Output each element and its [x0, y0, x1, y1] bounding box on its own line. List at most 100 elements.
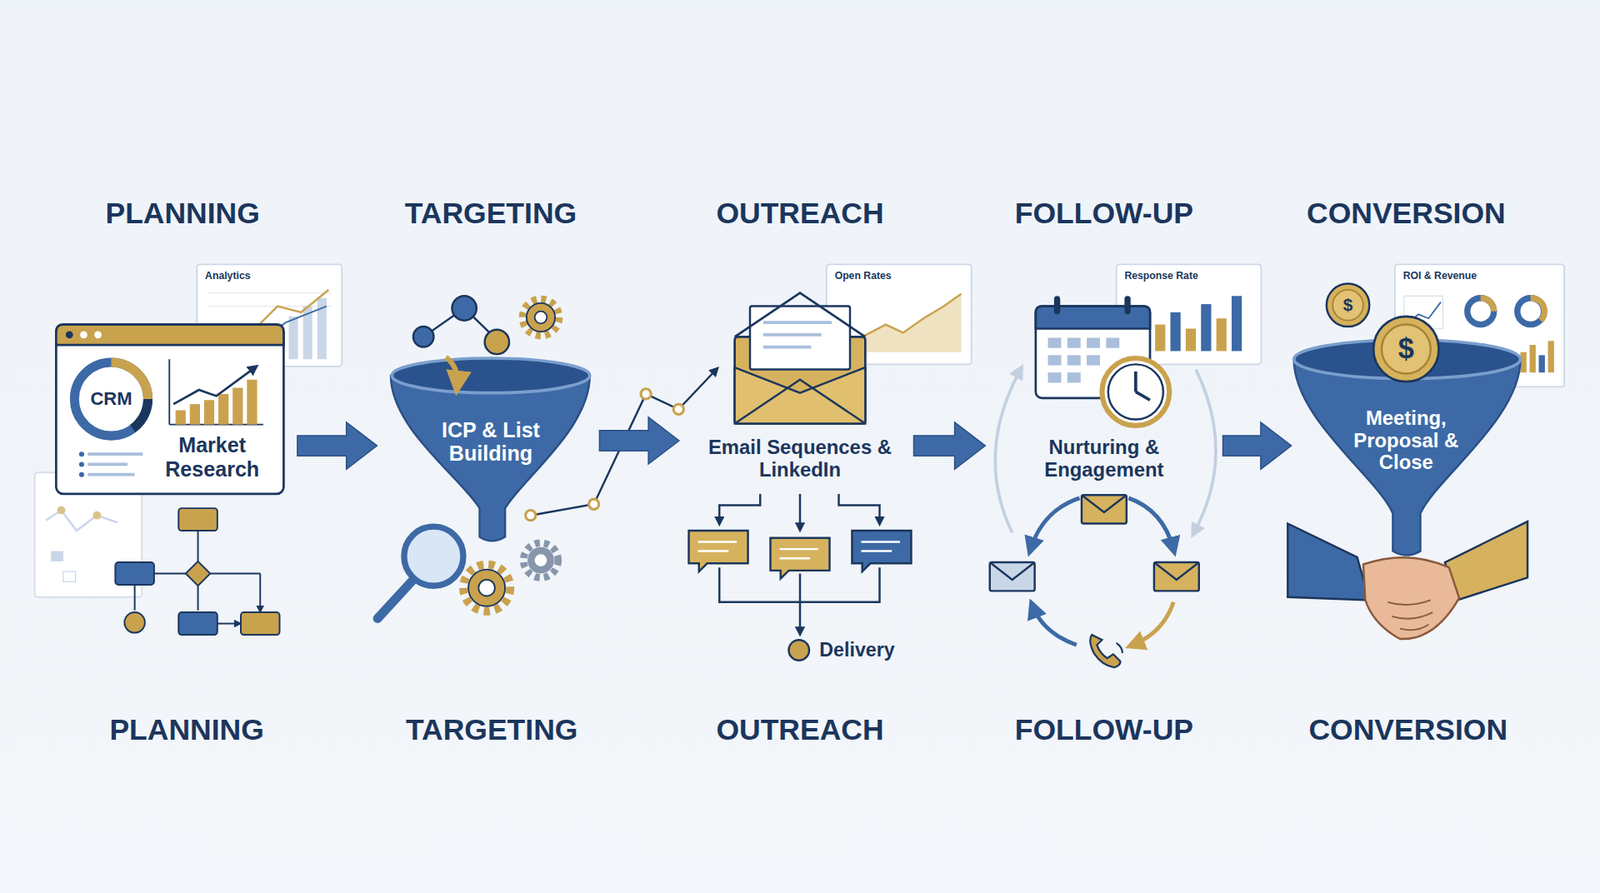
coin-large	[1381, 325, 1431, 375]
magnifier-gears	[463, 565, 510, 612]
stage-footer: OUTREACH	[715, 714, 884, 747]
node-label: Nurturing & Engagement	[1022, 436, 1186, 481]
calendar	[1067, 338, 1081, 349]
stage-heading: CONVERSION	[1306, 198, 1506, 231]
envelope	[763, 345, 812, 350]
flow-arrow	[914, 422, 986, 470]
crm-window	[87, 452, 143, 456]
crm-window	[80, 330, 88, 339]
clock	[1134, 371, 1138, 393]
roi-card	[1530, 345, 1536, 373]
message-bubbles	[789, 640, 810, 661]
coin-large	[1373, 316, 1439, 382]
message-branches	[799, 574, 801, 603]
magnifier-gears	[404, 526, 464, 586]
handshake	[1363, 557, 1460, 640]
funnel-icons	[485, 330, 510, 355]
coin-symbol: $	[1398, 333, 1415, 365]
calendar	[1086, 355, 1100, 365]
funnel-icons	[522, 299, 560, 336]
calendar	[1035, 306, 1150, 330]
calendar	[1067, 372, 1081, 383]
message-bubbles	[780, 557, 811, 560]
flow-card	[45, 510, 118, 532]
magnifier-gears	[523, 543, 559, 579]
response-rate-card	[1216, 318, 1227, 351]
loop-arrows	[1030, 498, 1080, 550]
magnifier-gears	[527, 547, 555, 575]
node-text: Nurturing & Engagement	[1022, 436, 1186, 481]
funnel	[390, 357, 590, 542]
flow-arrow	[297, 422, 378, 470]
crm-window	[79, 472, 85, 478]
message-bubbles	[770, 538, 830, 580]
calendar	[1124, 295, 1130, 315]
coin-symbol: $	[1343, 295, 1354, 315]
response-rate-card	[1155, 325, 1165, 352]
crm-window	[79, 451, 85, 457]
magnifier-gears	[463, 565, 510, 612]
flowchart	[178, 612, 218, 635]
calendar	[1067, 355, 1081, 365]
coin-small	[1326, 284, 1370, 327]
stage-footer: TARGETING	[405, 714, 578, 747]
loop-arrows	[1032, 606, 1077, 646]
node-text: ICP & List Building	[419, 418, 562, 465]
crm-window	[218, 394, 229, 425]
node-label: Email Sequences & LinkedIn	[708, 436, 892, 481]
coin-large	[1373, 316, 1439, 382]
message-branches	[719, 494, 760, 523]
crm-window	[94, 330, 102, 339]
funnel-icons	[526, 303, 555, 332]
handshake	[1287, 521, 1528, 640]
node-text: Market Research	[150, 433, 274, 480]
node-text: Email Sequences & LinkedIn	[708, 436, 892, 481]
flowchart	[217, 623, 240, 625]
flowchart	[115, 508, 280, 635]
flowchart	[197, 585, 200, 610]
flow-card	[63, 571, 76, 582]
stage-node: ICP & List Building	[390, 359, 590, 543]
crm-window	[132, 399, 148, 430]
message-bubbles	[860, 550, 892, 552]
crm-window	[246, 380, 257, 425]
message-bubbles	[780, 548, 820, 550]
message-branches	[719, 567, 880, 603]
phone	[1090, 635, 1123, 668]
crm-window	[79, 461, 85, 467]
handshake	[1287, 523, 1370, 600]
stage-heading: TARGETING	[405, 198, 577, 231]
clock	[1101, 358, 1170, 426]
loop-arrows	[1132, 602, 1174, 645]
funnel-icons	[522, 299, 560, 336]
envelope	[763, 320, 832, 325]
coin-small	[1332, 290, 1364, 321]
flow-card	[57, 506, 66, 515]
magnifier-gears	[468, 570, 505, 607]
flowchart	[124, 612, 145, 634]
phone	[1090, 635, 1120, 668]
trend-line	[530, 370, 717, 516]
magnifier-gears	[377, 526, 559, 619]
envelopes	[990, 562, 1035, 591]
magnifier-gears	[377, 580, 414, 620]
stage-node: Meeting, Proposal & Close	[1294, 336, 1521, 556]
envelope	[735, 293, 866, 425]
envelopes	[1081, 495, 1127, 513]
card-title: ROI & Revenue	[1403, 270, 1477, 282]
magnifier-gears	[535, 554, 548, 567]
roi-card	[1517, 298, 1545, 325]
card-title: Open Rates	[835, 270, 892, 282]
loop-arrows	[1194, 370, 1216, 534]
calendar	[1048, 338, 1062, 349]
crm-window	[65, 330, 74, 339]
envelopes	[990, 495, 1200, 591]
clock	[1108, 364, 1164, 420]
crm-window	[55, 325, 284, 495]
message-bubbles	[698, 540, 738, 543]
calendar	[1054, 295, 1060, 315]
message-bubbles	[689, 530, 749, 572]
flowchart	[259, 574, 261, 611]
handshake	[1445, 521, 1528, 600]
loop-arrows	[995, 370, 1216, 646]
